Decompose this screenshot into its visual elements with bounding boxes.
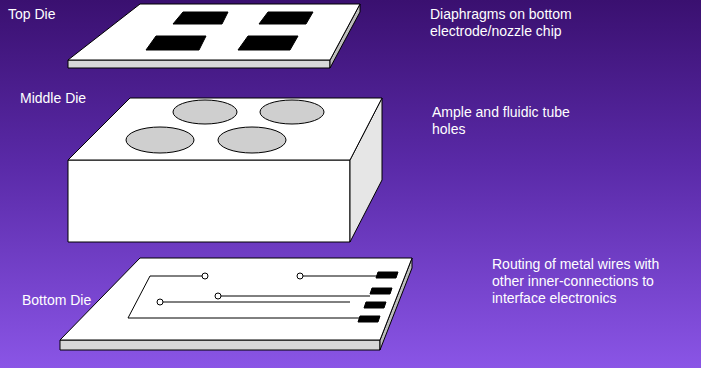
feature-note: Diaphragms on bottom electrode/nozzle ch… bbox=[430, 6, 670, 40]
die-label: Middle Die bbox=[20, 90, 140, 107]
die-label: Top Die bbox=[8, 6, 128, 23]
bottom-die bbox=[60, 258, 412, 350]
middle-die bbox=[68, 98, 382, 242]
die-label: Bottom Die bbox=[22, 292, 142, 309]
feature-note: Routing of metal wires with other inner-… bbox=[492, 256, 692, 307]
top-die bbox=[68, 4, 360, 68]
feature-note: Ample and fluidic tube holes bbox=[432, 104, 602, 138]
